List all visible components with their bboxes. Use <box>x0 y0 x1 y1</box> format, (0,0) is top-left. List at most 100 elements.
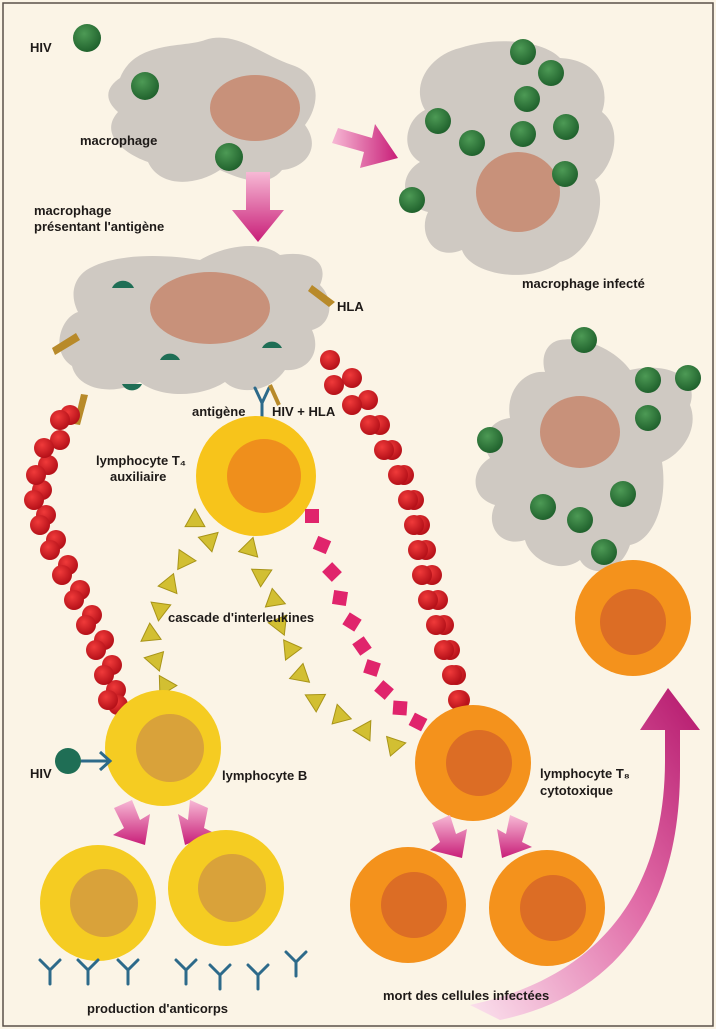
arrow-t8-right <box>497 815 532 858</box>
red-bead <box>26 465 46 485</box>
t4-nucleus <box>227 439 301 513</box>
interleukin-triangle <box>305 694 325 711</box>
label-hiv-hla: HIV + HLA <box>272 404 335 420</box>
red-bead <box>324 375 344 395</box>
hiv-virus <box>552 161 578 187</box>
hiv-virus <box>567 507 593 533</box>
macrophage-nucleus <box>210 75 300 141</box>
presenting-macrophage-nucleus <box>150 272 270 344</box>
dying-nucleus <box>381 872 447 938</box>
hiv-virus <box>510 39 536 65</box>
b-nucleus <box>136 714 204 782</box>
infected-macrophage-nucleus <box>540 396 620 468</box>
label-death: mort des cellules infectées <box>383 988 549 1004</box>
red-bead <box>86 640 106 660</box>
hiv-virus <box>571 327 597 353</box>
antigen-fragment <box>122 384 142 390</box>
red-bead <box>64 590 84 610</box>
red-bead <box>52 565 72 585</box>
red-bead <box>398 490 418 510</box>
red-bead <box>434 640 454 660</box>
red-bead <box>30 515 50 535</box>
t8-nucleus <box>600 589 666 655</box>
label-hiv-top: HIV <box>30 40 52 56</box>
hiv-virus <box>635 367 661 393</box>
red-bead <box>360 415 380 435</box>
hiv-virus <box>131 72 159 100</box>
hiv-virus <box>477 427 503 453</box>
label-t8-1: lymphocyte T₈ <box>540 766 630 782</box>
label-antigen: antigène <box>192 404 245 420</box>
arrow-b-left <box>113 800 150 845</box>
plasma-nucleus <box>70 869 138 937</box>
hiv-virus <box>399 187 425 213</box>
hiv-virus <box>425 108 451 134</box>
red-bead <box>98 690 118 710</box>
interleukin-triangle <box>353 721 371 741</box>
interleukin-square <box>409 713 428 732</box>
arrow-infection <box>332 124 398 168</box>
red-bead <box>442 665 462 685</box>
red-bead <box>34 438 54 458</box>
interleukin-triangle <box>144 652 163 671</box>
t8-nucleus <box>446 730 512 796</box>
label-macrophage: macrophage <box>80 133 157 149</box>
red-bead <box>342 368 362 388</box>
hiv-virus <box>530 494 556 520</box>
red-bead <box>374 440 394 460</box>
interleukin-triangle <box>158 574 177 594</box>
label-presenting-1: macrophage <box>34 203 111 219</box>
red-bead <box>50 410 70 430</box>
hiv-virus <box>459 130 485 156</box>
interleukin-square <box>374 680 394 700</box>
red-bead <box>76 615 96 635</box>
label-t4-2: auxiliaire <box>110 469 166 485</box>
plasma-nucleus <box>198 854 266 922</box>
antibody <box>40 960 60 984</box>
red-bead <box>418 590 438 610</box>
interleukin-square <box>305 509 319 523</box>
hiv-virus <box>73 24 101 52</box>
hiv-virus <box>635 405 661 431</box>
label-cascade: cascade d'interleukines <box>168 610 314 626</box>
hiv-virus <box>553 114 579 140</box>
interleukin-square <box>352 636 371 655</box>
hiv-virus <box>591 539 617 565</box>
hiv-virus <box>675 365 701 391</box>
interleukin-triangle <box>290 663 310 682</box>
receptor-contact <box>255 388 269 420</box>
label-presenting-2: présentant l'antigène <box>34 219 164 235</box>
interleukin-triangle <box>284 640 302 660</box>
interleukin-square <box>332 590 348 606</box>
hiv-virus <box>514 86 540 112</box>
antibody <box>286 952 306 976</box>
arrow-t8-left <box>430 815 467 858</box>
antibody <box>210 965 230 989</box>
interleukin-triangle <box>332 704 351 724</box>
label-antibodies: production d'anticorps <box>87 1001 228 1017</box>
red-bead <box>24 490 44 510</box>
interleukin-square <box>342 612 361 631</box>
label-hiv-bottom: HIV <box>30 766 52 782</box>
interleukin-triangle <box>185 509 205 527</box>
hla-spike <box>270 385 279 405</box>
interleukin-square <box>313 536 331 554</box>
dying-nucleus <box>520 875 586 941</box>
red-bead <box>342 395 362 415</box>
hiv-virus <box>610 481 636 507</box>
label-hla: HLA <box>337 299 364 315</box>
interleukin-triangle <box>265 588 285 607</box>
label-infected: macrophage infecté <box>522 276 645 292</box>
interleukin-triangle <box>141 623 161 641</box>
red-bead <box>412 565 432 585</box>
antibody <box>176 960 196 984</box>
interleukin-triangle <box>198 532 218 551</box>
hiv-virus <box>510 121 536 147</box>
red-bead <box>404 515 424 535</box>
interleukin-triangle <box>252 569 272 587</box>
red-bead <box>426 615 446 635</box>
red-bead <box>94 665 114 685</box>
interleukin-square <box>322 562 342 582</box>
interleukin-square <box>393 701 408 716</box>
